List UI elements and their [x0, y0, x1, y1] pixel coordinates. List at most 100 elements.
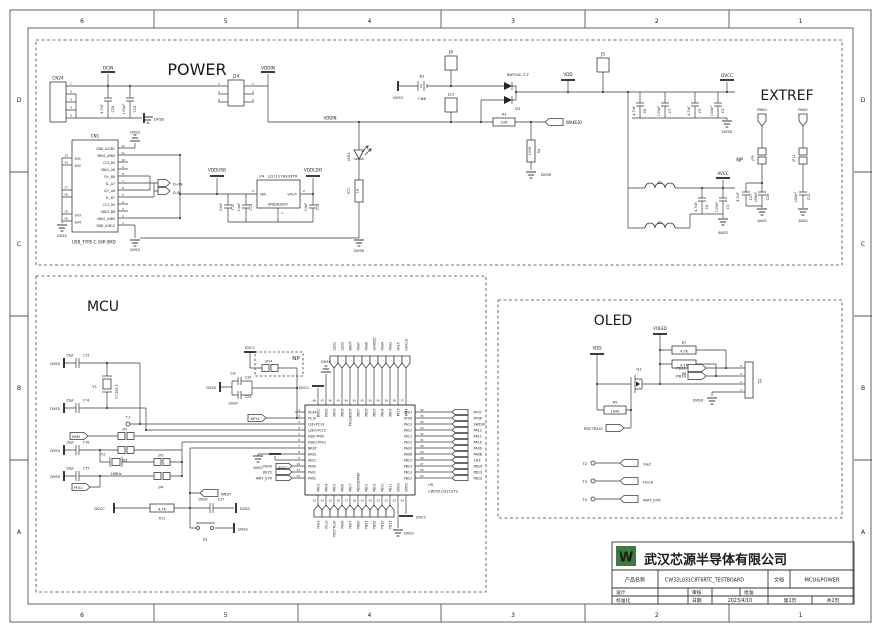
j24-pin-r-1: 3: [252, 90, 254, 94]
hclk-label: HCLK: [643, 480, 654, 485]
extref-section-title: EXTREF: [760, 88, 813, 104]
b2-ref: B2: [657, 180, 663, 185]
u5-top-num-1: 47: [321, 399, 325, 403]
title-block: W 武汉芯源半导体有限公司 产品名称 CW32L031C8T6RTC_TESTB…: [611, 541, 855, 605]
u5-top-flag-6: PB04: [380, 342, 384, 350]
j2-label: J2: [757, 379, 762, 384]
bottom-net-flag-icon: [369, 504, 379, 518]
jp14-pad: [270, 364, 279, 372]
j2-pin-0: 4: [740, 364, 742, 368]
right-net-flag-icon: [451, 444, 469, 452]
frame-col-top-4: 2: [655, 18, 659, 25]
u5-bottom-num-8: 21: [377, 499, 381, 503]
frame-col-bottom-4: 2: [655, 612, 659, 619]
pa00-label: PA00: [263, 465, 272, 469]
u5-bottom-flag-8: PB10: [380, 521, 384, 529]
cn24-pin-1: 2: [70, 90, 72, 94]
cn1-pin-4: D+_B6: [104, 175, 115, 179]
cn24-pin-3: 4: [70, 106, 72, 110]
jp4-ref: JP4: [158, 486, 164, 490]
cn1-sh2: SH2: [75, 164, 81, 168]
u5-bottom-num-9: 22: [385, 499, 389, 503]
u5-right-pin-2: PA13: [404, 422, 412, 426]
c75-ref: C75: [83, 467, 89, 471]
u5-top-flag-2: BOOT: [348, 340, 352, 350]
r3-ref: R3: [502, 113, 507, 117]
dvss-label: DVSS: [354, 248, 365, 253]
oled-wires: [595, 334, 745, 500]
power-rail-bars: [101, 71, 734, 179]
cn1-rnum-7: 5: [122, 193, 124, 197]
c14-value: 10uF: [304, 203, 308, 211]
u5-left-num-8: 9: [298, 456, 300, 460]
ground-icon: [353, 239, 365, 247]
j24-pin-l-1: 4: [218, 90, 220, 94]
avss-label: AVSS: [757, 219, 767, 223]
np-label: NP: [736, 158, 743, 164]
ground-icon: [129, 239, 141, 247]
led3-diode-icon: [353, 149, 365, 160]
dminus-in-label: D-IN: [173, 191, 181, 195]
avss-label: AVSS: [798, 219, 808, 223]
dvss-label: DVSS: [130, 131, 140, 135]
jp4-pad: [162, 472, 171, 480]
cn1-pin-0: GND_A12B1: [96, 147, 115, 151]
cn1-rnum-0: 12: [121, 144, 125, 148]
j24-pin-l-2: 6: [218, 98, 220, 102]
u5-right-num-10: 26: [420, 468, 424, 472]
approve-field-label: 批准: [744, 589, 754, 596]
c13-ref: C13: [249, 204, 253, 211]
u5-top-num-5: 43: [353, 399, 357, 403]
b1-battery-label: B1: [419, 74, 425, 79]
u5-bottom-pin-7: PB02: [372, 484, 376, 492]
u5-right-num-3: 33: [420, 426, 424, 430]
vddusb-label: VDDUSB: [208, 168, 226, 173]
cn1-sh4: SH4: [75, 221, 81, 225]
u5-right-flag-5: PA10: [474, 440, 482, 444]
cn1-rnum-5: 7: [122, 179, 124, 183]
u5-right-flag-11: PB12: [474, 476, 483, 480]
c7-ref: C7: [668, 109, 672, 114]
u5-mcu-chip: [304, 404, 416, 496]
u5-top-pin-4: PF03/BOOT: [348, 408, 352, 426]
top-net-flag-icon: [337, 355, 347, 369]
jp9-pad: [757, 147, 767, 156]
u5-top-pin-8: PB04: [380, 408, 384, 416]
u5-left-pin-4: HSEI-PF00: [308, 434, 324, 438]
cn1-usb-connector: [71, 139, 119, 233]
c75-value: 10pF: [66, 467, 74, 471]
dvcc-label: DVCC: [299, 386, 310, 390]
u5-top-flag-9: SWCLK: [404, 338, 408, 350]
u5-right-pin-5: PA10: [404, 440, 412, 444]
pb11-net-flag-icon: [687, 364, 707, 372]
j5-label: J5: [600, 52, 605, 57]
ground-icon: [525, 171, 537, 179]
nrst-label: NRST: [221, 492, 232, 497]
r7-ref: R7: [682, 341, 687, 345]
r7-value: 4.7K: [680, 350, 688, 354]
cn1-rnum-1: 11: [121, 151, 125, 155]
dvss-label: DVSS: [393, 96, 403, 100]
c74-value: 15pF: [66, 399, 74, 403]
r7-resistor: [671, 345, 697, 355]
ground-icon: [56, 224, 68, 232]
c37-ref: C37: [218, 498, 224, 502]
dvss-label: DVSS: [57, 234, 67, 238]
u5-right-pin-0: PF07: [404, 410, 412, 414]
r4-value: 100K: [528, 146, 532, 155]
cn1-pin-7: D-_B7: [106, 196, 115, 200]
d1-diode-a-icon: [504, 82, 512, 90]
u5-right-pin-4: PA11: [404, 434, 412, 438]
ground-icon: [717, 218, 729, 226]
frame-col-bottom-3: 3: [511, 612, 515, 619]
u5-top-flag-4: PB06: [364, 342, 368, 350]
dvss-label: DVSS: [404, 532, 414, 536]
extref-wires: [742, 126, 807, 208]
right-net-flag-icon: [451, 450, 469, 458]
jp11-pad: [798, 147, 808, 156]
r4-resistor: [526, 139, 536, 163]
u5-bottom-flag-2: PDCTRLIO: [332, 520, 336, 537]
bottom-net-flag-icon: [321, 504, 331, 518]
j2-connector: [744, 361, 754, 399]
frame-row-left-2: B: [17, 385, 21, 392]
